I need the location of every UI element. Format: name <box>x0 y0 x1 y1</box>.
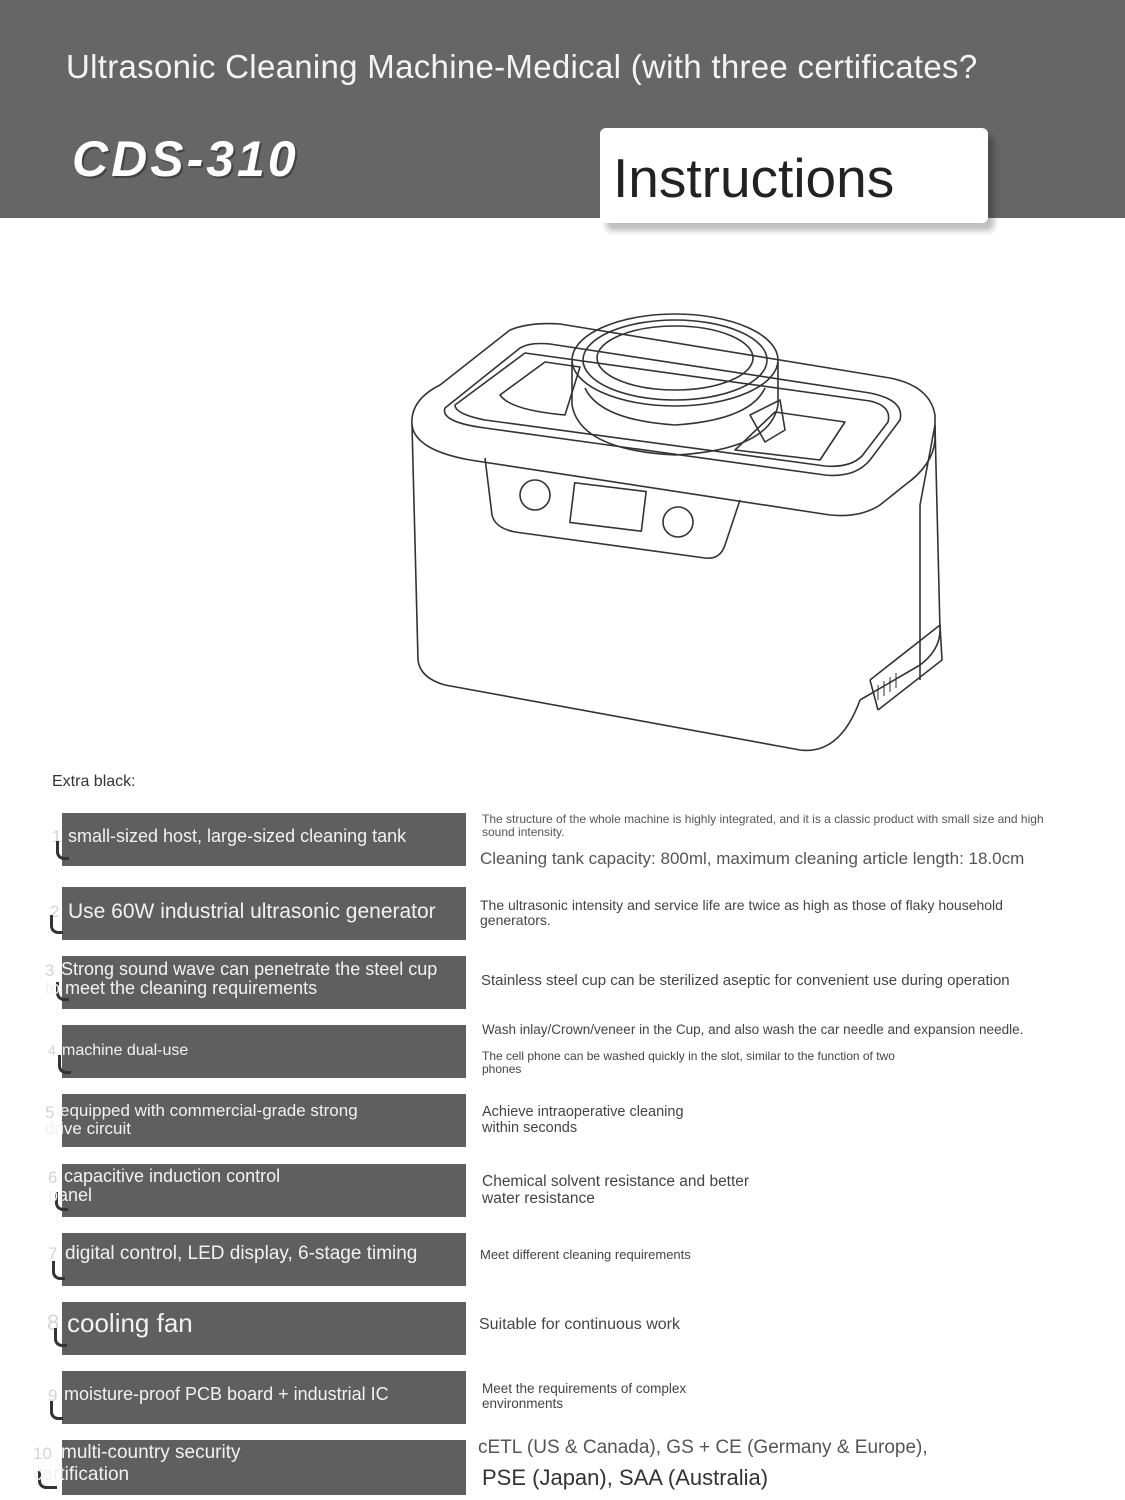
feature-label: machine dual-use <box>62 1042 189 1059</box>
hook-icon <box>50 915 63 934</box>
feature-label: small-sized host, large-sized cleaning t… <box>68 826 407 846</box>
feature-bar <box>62 1164 466 1217</box>
feature-number: 10 <box>33 1444 52 1463</box>
feature-desc: Stainless steel cup can be sterilized as… <box>481 972 1010 989</box>
feature-bar <box>62 1371 466 1424</box>
feature-number: 9 <box>48 1386 58 1405</box>
feature-desc: The structure of the whole machine is hi… <box>482 812 1044 840</box>
feature-desc: Meet different cleaning requirements <box>480 1247 691 1262</box>
instructions-badge: Instructions <box>600 128 988 223</box>
feature-number: 7 <box>48 1244 58 1263</box>
feature-label: capacitive induction control <box>64 1166 281 1186</box>
feature-desc: Cleaning tank capacity: 800ml, maximum c… <box>480 849 1025 868</box>
feature-number: 5 <box>45 1103 55 1122</box>
feature-bar <box>62 1302 466 1355</box>
feature-bar <box>62 956 466 1009</box>
feature-number: 6 <box>48 1168 58 1187</box>
hook-icon <box>58 1055 71 1074</box>
feature-number: 3 <box>45 961 55 980</box>
feature-number: 1 <box>52 827 62 846</box>
product-illustration <box>411 313 943 752</box>
feature-label: moisture-proof PCB board + industrial IC <box>64 1384 389 1404</box>
feature-number: 4 <box>48 1042 56 1058</box>
hook-icon <box>38 1470 57 1489</box>
extra-label: Extra black: <box>52 773 136 790</box>
feature-desc: Chemical solvent resistance and better w… <box>482 1173 750 1208</box>
feature-bar <box>62 1094 466 1147</box>
instructions-label: Instructions <box>613 147 895 209</box>
feature-label: multi-country security <box>61 1442 241 1463</box>
feature-desc: The cell phone can be washed quickly in … <box>482 1049 895 1077</box>
feature-bar <box>62 1233 466 1286</box>
feature-desc: Achieve intraoperative cleaning within s… <box>482 1104 684 1136</box>
feature-bar <box>62 813 466 866</box>
feature-label: certification <box>33 1464 130 1485</box>
feature-label: drive circuit <box>45 1119 131 1138</box>
feature-label: panel <box>48 1185 93 1205</box>
hook-icon <box>54 1328 67 1347</box>
hook-icon <box>50 1401 63 1420</box>
feature-desc: cETL (US & Canada), GS + CE (Germany & E… <box>478 1437 928 1458</box>
hook-icon <box>52 1261 65 1280</box>
feature-bar <box>62 1025 466 1078</box>
feature-desc: Meet the requirements of complex environ… <box>482 1381 687 1411</box>
feature-desc: The ultrasonic intensity and service lif… <box>480 897 1003 929</box>
feature-label: equipped with commercial-grade strong <box>60 1101 358 1120</box>
feature-desc: PSE (Japan), SAA (Australia) <box>482 1465 769 1490</box>
feature-number: 2 <box>50 902 60 921</box>
feature-label: to meet the cleaning requirements <box>45 978 318 998</box>
hook-icon <box>56 841 69 860</box>
header-banner: Ultrasonic Cleaning Machine-Medical (wit… <box>0 0 1125 223</box>
model-name: CDS-310 <box>72 131 299 187</box>
feature-label: cooling fan <box>67 1308 193 1338</box>
hook-icon <box>56 982 69 1001</box>
hook-icon <box>55 1192 68 1211</box>
feature-label: digital control, LED display, 6-stage ti… <box>65 1243 418 1264</box>
feature-bar <box>62 1440 466 1495</box>
feature-label: Use 60W industrial ultrasonic generator <box>68 900 436 923</box>
feature-label: Strong sound wave can penetrate the stee… <box>61 959 438 979</box>
feature-desc: Wash inlay/Crown/veneer in the Cup, and … <box>482 1022 1024 1037</box>
feature-desc: Suitable for continuous work <box>479 1316 680 1333</box>
page-title: Ultrasonic Cleaning Machine-Medical (wit… <box>66 48 978 85</box>
feature-bar <box>62 887 466 940</box>
